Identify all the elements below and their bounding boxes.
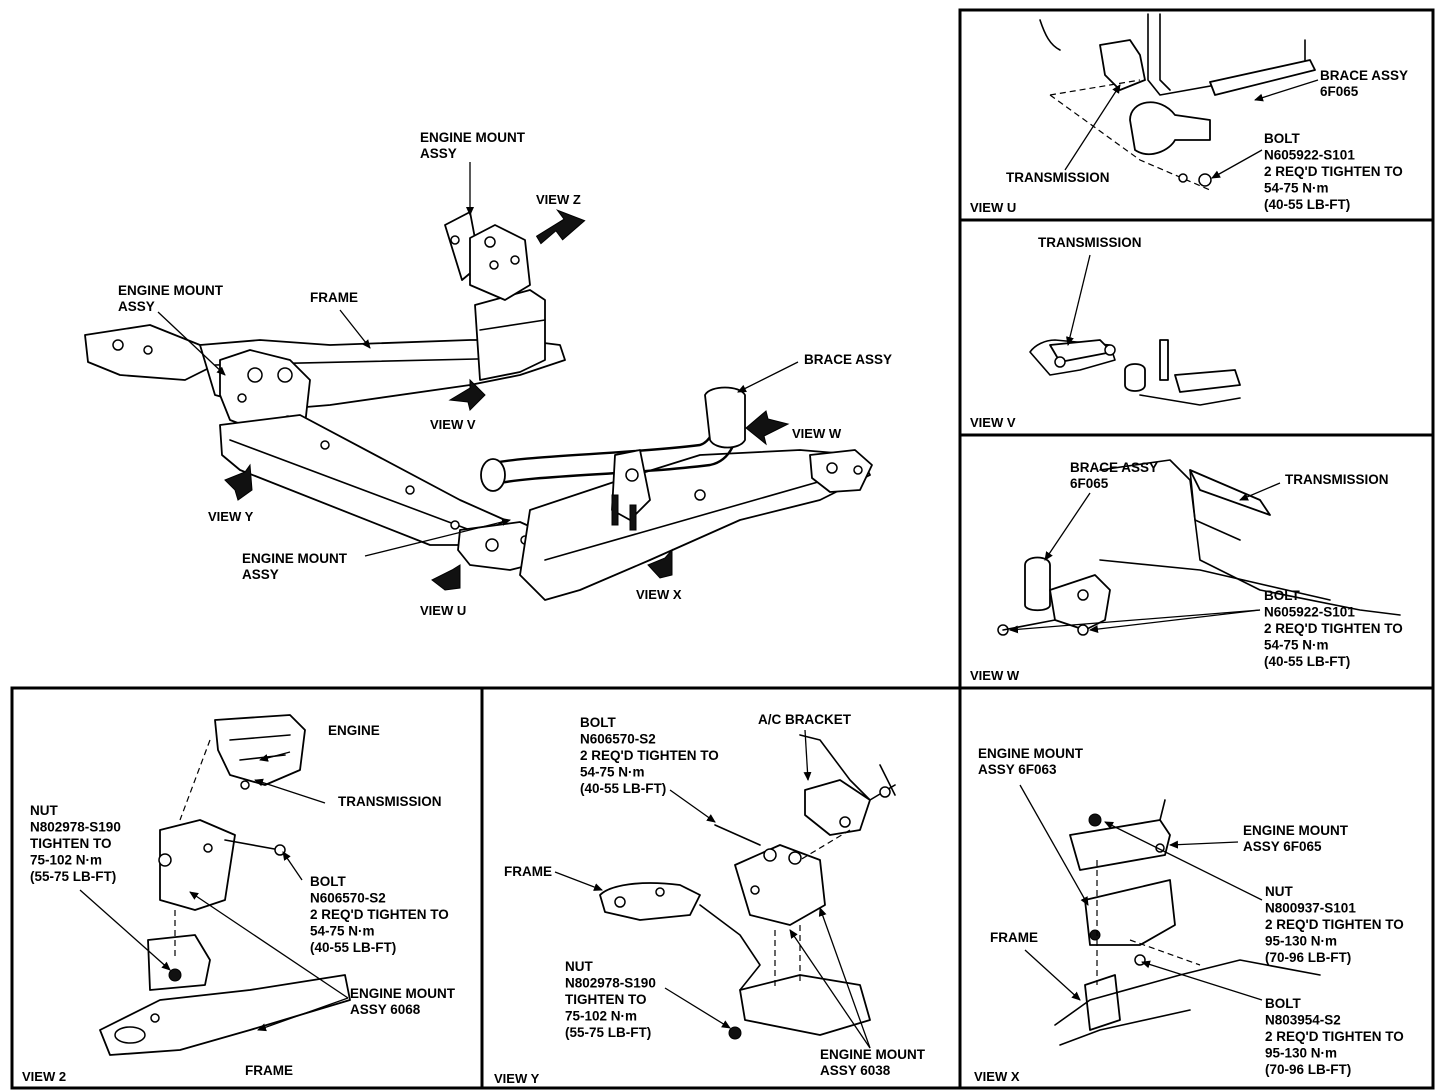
label-frame: FRAME <box>310 290 358 305</box>
view-2-drawing <box>79 714 351 1056</box>
view-w-transmission-label: TRANSMISSION <box>1285 472 1389 487</box>
label-view-w: VIEW W <box>792 426 842 441</box>
view-y-bolt-label: BOLT N606570-S2 2 REQ'D TIGHTEN TO 54-75… <box>580 715 723 796</box>
label-view-v: VIEW V <box>430 417 476 432</box>
view-y-frame-label: FRAME <box>504 864 552 879</box>
main-frame-drawing <box>84 162 873 601</box>
view-x-nut-label: NUT N800937-S101 2 REQ'D TIGHTEN TO 95-1… <box>1265 884 1408 965</box>
view-x-mount-2-label: ENGINE MOUNT ASSY 6F065 <box>1243 823 1352 854</box>
view-2-labels: ENGINE TRANSMISSION NUT N802978-S190 TIG… <box>22 723 459 1084</box>
view-v-transmission-label: TRANSMISSION <box>1038 235 1142 250</box>
view-v-drawing <box>1029 254 1241 406</box>
view-y-ac-bracket-label: A/C BRACKET <box>758 712 852 727</box>
view-v-title: VIEW V <box>970 415 1016 430</box>
view-y-nut-label: NUT N802978-S190 TIGHTEN TO 75-102 N·m (… <box>565 959 660 1040</box>
view-u-title: VIEW U <box>970 200 1016 215</box>
label-view-z: VIEW Z <box>536 192 581 207</box>
label-engine-mount-bottom: ENGINE MOUNT ASSY <box>242 551 351 582</box>
view-2-title: VIEW 2 <box>22 1069 66 1084</box>
view-2-engine-label: ENGINE <box>328 723 380 738</box>
label-engine-mount-left: ENGINE MOUNT ASSY <box>118 283 227 314</box>
view-2-bolt-label: BOLT N606570-S2 2 REQ'D TIGHTEN TO 54-75… <box>310 874 453 955</box>
view-y-drawing <box>554 729 896 1049</box>
label-view-u: VIEW U <box>420 603 466 618</box>
view-x-drawing <box>1019 784 1321 1046</box>
view-v-labels: TRANSMISSION VIEW V <box>970 235 1142 430</box>
view-u-labels: BRACE ASSY 6F065 TRANSMISSION BOLT N6059… <box>970 68 1412 215</box>
panel-borders <box>10 8 1435 1090</box>
view-u-brace-label: BRACE ASSY 6F065 <box>1320 68 1412 99</box>
view-w-bolt-label: BOLT N605922-S101 2 REQ'D TIGHTEN TO 54-… <box>1264 588 1407 669</box>
main-labels: ENGINE MOUNT ASSY ENGINE MOUNT ASSY FRAM… <box>118 130 892 618</box>
view-u-drawing <box>1039 13 1319 191</box>
view-w-drawing <box>997 459 1401 636</box>
view-y-mount-label: ENGINE MOUNT ASSY 6038 <box>820 1047 929 1078</box>
view-x-title: VIEW X <box>974 1069 1020 1084</box>
view-2-nut-label: NUT N802978-S190 TIGHTEN TO 75-102 N·m (… <box>30 803 125 884</box>
view-y-labels: BOLT N606570-S2 2 REQ'D TIGHTEN TO 54-75… <box>494 712 929 1086</box>
label-view-x: VIEW X <box>636 587 682 602</box>
view-y-title: VIEW Y <box>494 1071 540 1086</box>
view-2-frame-label: FRAME <box>245 1063 293 1078</box>
view-u-bolt-label: BOLT N605922-S101 2 REQ'D TIGHTEN TO 54-… <box>1264 131 1407 212</box>
view-w-brace-label: BRACE ASSY 6F065 <box>1070 460 1162 491</box>
label-engine-mount-top: ENGINE MOUNT ASSY <box>420 130 529 161</box>
view-x-labels: ENGINE MOUNT ASSY 6F063 ENGINE MOUNT ASS… <box>974 746 1408 1084</box>
label-view-y: VIEW Y <box>208 509 254 524</box>
view-w-labels: BRACE ASSY 6F065 TRANSMISSION BOLT N6059… <box>970 460 1407 683</box>
label-brace-assy: BRACE ASSY <box>804 352 892 367</box>
view-2-mount-label: ENGINE MOUNT ASSY 6068 <box>350 986 459 1017</box>
view-u-transmission-label: TRANSMISSION <box>1006 170 1110 185</box>
view-x-bolt-label: BOLT N803954-S2 2 REQ'D TIGHTEN TO 95-13… <box>1265 996 1408 1077</box>
view-x-mount-1-label: ENGINE MOUNT ASSY 6F063 <box>978 746 1087 777</box>
view-x-frame-label: FRAME <box>990 930 1038 945</box>
view-2-transmission-label: TRANSMISSION <box>338 794 442 809</box>
view-w-title: VIEW W <box>970 668 1020 683</box>
